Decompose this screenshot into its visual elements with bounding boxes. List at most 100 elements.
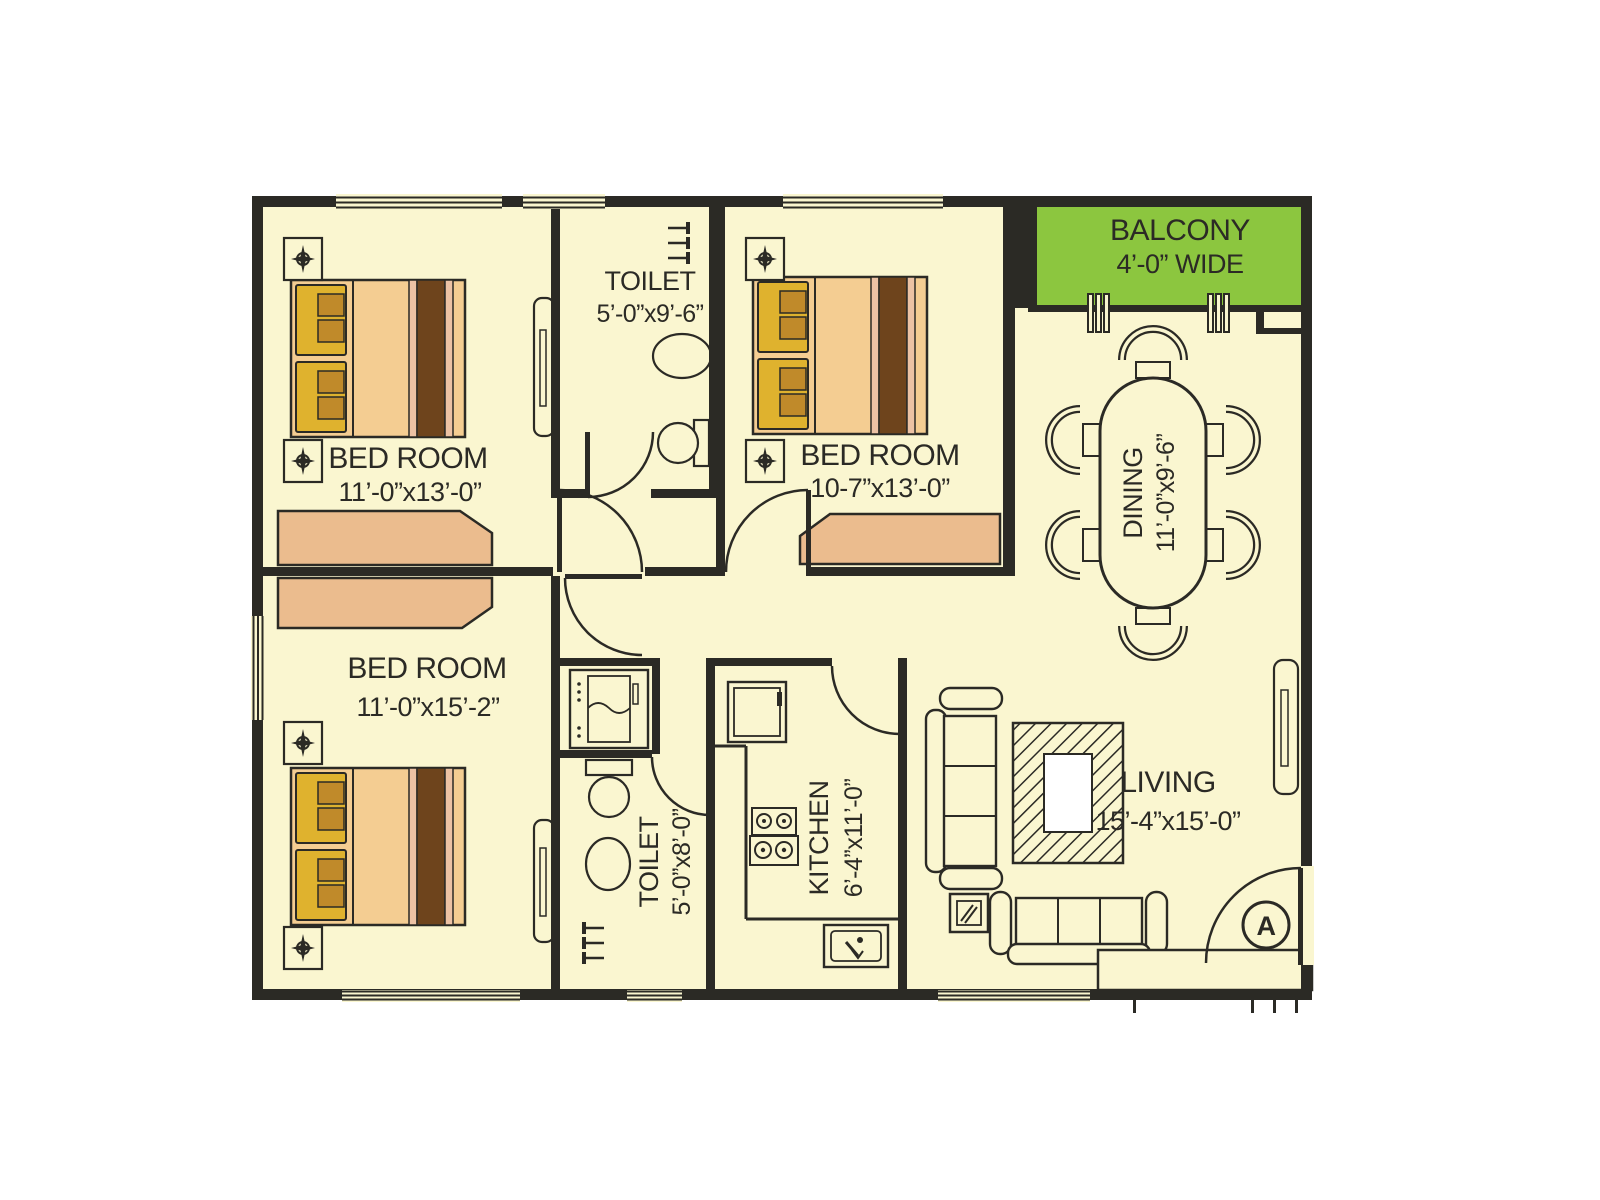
wall-segment — [252, 567, 553, 576]
wc-bowl — [656, 421, 700, 465]
bed-bedroom-3 — [289, 766, 467, 927]
room-labels: BED ROOM 11’-0”x13’-0” TOILET 5’-0”x9’-6… — [328, 214, 1251, 916]
nightstand — [282, 925, 324, 971]
washer-wave — [587, 702, 631, 714]
balcony-dims: 4’-0” WIDE — [1116, 249, 1243, 279]
chair-seat — [1082, 528, 1101, 562]
wall-outer-left — [252, 196, 263, 1000]
living-furniture — [924, 686, 1169, 966]
nightstand — [282, 236, 324, 282]
door-leaf — [557, 490, 562, 572]
dresser-mirror — [539, 847, 547, 917]
sliding-door-symbols — [1087, 293, 1230, 333]
wall-segment — [651, 489, 718, 498]
door-leaf — [565, 574, 642, 579]
door-arc — [563, 577, 643, 657]
sofa-armrest — [938, 866, 1004, 891]
kitchen-fixtures — [715, 680, 898, 969]
basin — [584, 836, 632, 892]
wc-tank — [584, 758, 634, 777]
shower-icon — [580, 920, 606, 966]
kitchen-label: KITCHEN — [804, 780, 834, 895]
living-label: LIVING — [1120, 766, 1215, 799]
wall-segment — [551, 206, 560, 490]
wall-segment — [551, 489, 590, 498]
toilet-2-fixtures — [580, 758, 634, 966]
dining-label-group: DINING 11’-0”x9’-6” — [1118, 434, 1180, 553]
bedroom-3-label: BED ROOM — [347, 652, 506, 685]
toilet-2-label-group: TOILET 5’-0”x8’-0” — [634, 808, 696, 915]
sofa2-armrest — [1144, 890, 1169, 956]
window-symbol — [251, 616, 264, 720]
chair-seat — [1205, 528, 1224, 562]
wall-segment — [706, 658, 715, 1000]
chair-seat — [1135, 607, 1171, 625]
nightstand — [744, 236, 786, 282]
fridge-inner — [733, 687, 781, 737]
toilet-1-fixtures — [651, 220, 713, 468]
bedroom-3-dims: 11’-0”x15’-2” — [356, 692, 499, 722]
bed-bedroom-2 — [751, 275, 929, 436]
doors — [557, 431, 1303, 965]
dining-chairs — [1045, 325, 1261, 661]
balcony-label: BALCONY — [1110, 214, 1250, 247]
door-arc — [724, 488, 809, 573]
door-arc — [830, 665, 901, 736]
wall-balcony-edge — [1028, 306, 1312, 312]
wall-segment — [1028, 196, 1036, 308]
chair-seat — [1135, 361, 1171, 379]
windows — [251, 194, 1090, 1002]
door-leaf — [806, 490, 811, 572]
dining-table — [1098, 376, 1208, 610]
fridge-handle — [777, 692, 782, 706]
door-leaf — [1298, 868, 1303, 965]
wardrobe-bedroom-1 — [276, 509, 494, 567]
wall-segment — [806, 567, 1012, 576]
wc-bowl — [587, 775, 631, 819]
entrance-marker-label: A — [1257, 911, 1276, 941]
wardrobe-bedroom-3 — [276, 576, 494, 630]
dining-set — [1045, 325, 1261, 661]
wall-segment — [645, 567, 717, 576]
window-symbol — [342, 990, 520, 1002]
wall-segment — [715, 658, 832, 666]
toilet-2-label: TOILET — [634, 816, 664, 907]
wall-segment — [709, 206, 718, 498]
wall-segment — [551, 658, 660, 666]
nightstand — [282, 720, 324, 766]
sink-tap — [844, 941, 860, 957]
shower-icon — [666, 220, 692, 266]
door-arc — [587, 431, 655, 499]
door-arc — [559, 488, 644, 573]
nightstand — [282, 438, 324, 484]
bedroom-1-dims: 11’-0”x13’-0” — [338, 477, 481, 507]
center-table — [1043, 753, 1093, 833]
chair-seat — [1205, 423, 1224, 457]
toilet-2-dims: 5’-0”x8’-0” — [668, 808, 696, 915]
dresser-mirror — [539, 329, 547, 407]
wall-segment — [1256, 306, 1264, 334]
sofa-armrest — [938, 686, 1004, 711]
wall-segment — [1256, 328, 1312, 334]
living-dims: 15’-4”x15’-0” — [1095, 806, 1240, 836]
wall-outer-right — [1301, 196, 1312, 1000]
chair-seat — [1082, 423, 1101, 457]
door-arc — [650, 756, 711, 817]
wall-segment — [652, 658, 660, 754]
basin — [651, 332, 713, 380]
wall-segment — [716, 206, 725, 576]
bedroom-2-dims: 10-7”x13’-0” — [810, 473, 950, 503]
sink — [822, 923, 890, 969]
stove — [749, 807, 799, 866]
tv-unit-panel — [1280, 689, 1289, 767]
nightstand — [744, 438, 786, 484]
dressers — [532, 296, 1300, 944]
toilet-1-label: TOILET — [604, 266, 695, 296]
wall-outer-bottom — [252, 989, 1312, 1000]
bedroom-1-label: BED ROOM — [328, 442, 487, 475]
walls — [252, 196, 1312, 1000]
window-symbol — [336, 194, 502, 209]
dining-label: DINING — [1118, 447, 1148, 539]
mirror-side-table — [948, 892, 990, 934]
